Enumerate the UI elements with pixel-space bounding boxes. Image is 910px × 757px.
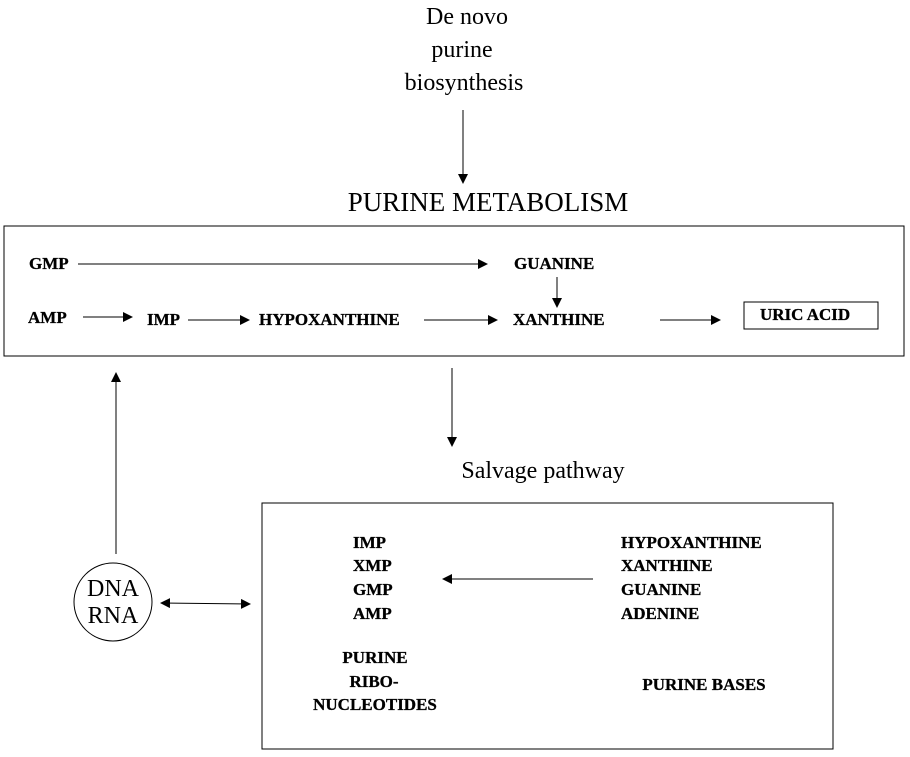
- node-gmp: GMP: [29, 254, 69, 273]
- ribonucleotide-item: GMP: [353, 580, 393, 599]
- de-novo-label-line2: purine: [431, 37, 493, 63]
- de-novo-label-line1: De novo: [426, 4, 508, 30]
- node-hypoxanthine: HYPOXANTHINE: [259, 310, 400, 329]
- purine-base-item: HYPOXANTHINE: [621, 533, 762, 552]
- node-imp: IMP: [147, 310, 181, 329]
- dna-rna-circle: [73, 562, 153, 642]
- node-uric-acid: URIC ACID: [760, 305, 851, 324]
- purine-base-item: XANTHINE: [621, 556, 713, 575]
- rna-label: RNA: [87, 603, 139, 629]
- purine-base-item: GUANINE: [621, 580, 702, 599]
- node-amp: AMP: [28, 308, 67, 327]
- node-guanine: GUANINE: [514, 254, 595, 273]
- purine-metabolism-title: PURINE METABOLISM: [347, 187, 629, 217]
- purine-base-item: ADENINE: [621, 604, 700, 623]
- ribonucleotide-item: AMP: [353, 604, 392, 623]
- metabolism-box: [3, 225, 905, 357]
- ribonucleotide-item: XMP: [353, 556, 392, 575]
- dna-label: DNA: [87, 576, 139, 602]
- ribonucleotide-item: IMP: [353, 533, 387, 552]
- salvage-box: [261, 502, 834, 750]
- salvage-pathway-title: Salvage pathway: [461, 458, 625, 484]
- purine-bases-caption: PURINE BASES: [642, 675, 766, 694]
- uric-acid-box: [743, 301, 879, 330]
- de-novo-label-line3: biosynthesis: [404, 70, 524, 96]
- ribonucleotides-caption-line2: RIBO-: [349, 672, 399, 691]
- node-xanthine: XANTHINE: [513, 310, 605, 329]
- ribonucleotides-caption-line3: NUCLEOTIDES: [313, 695, 437, 714]
- ribonucleotides-caption-line1: PURINE: [342, 648, 408, 667]
- arrow-dna-rna-salvage-bidirectional: [160, 598, 251, 609]
